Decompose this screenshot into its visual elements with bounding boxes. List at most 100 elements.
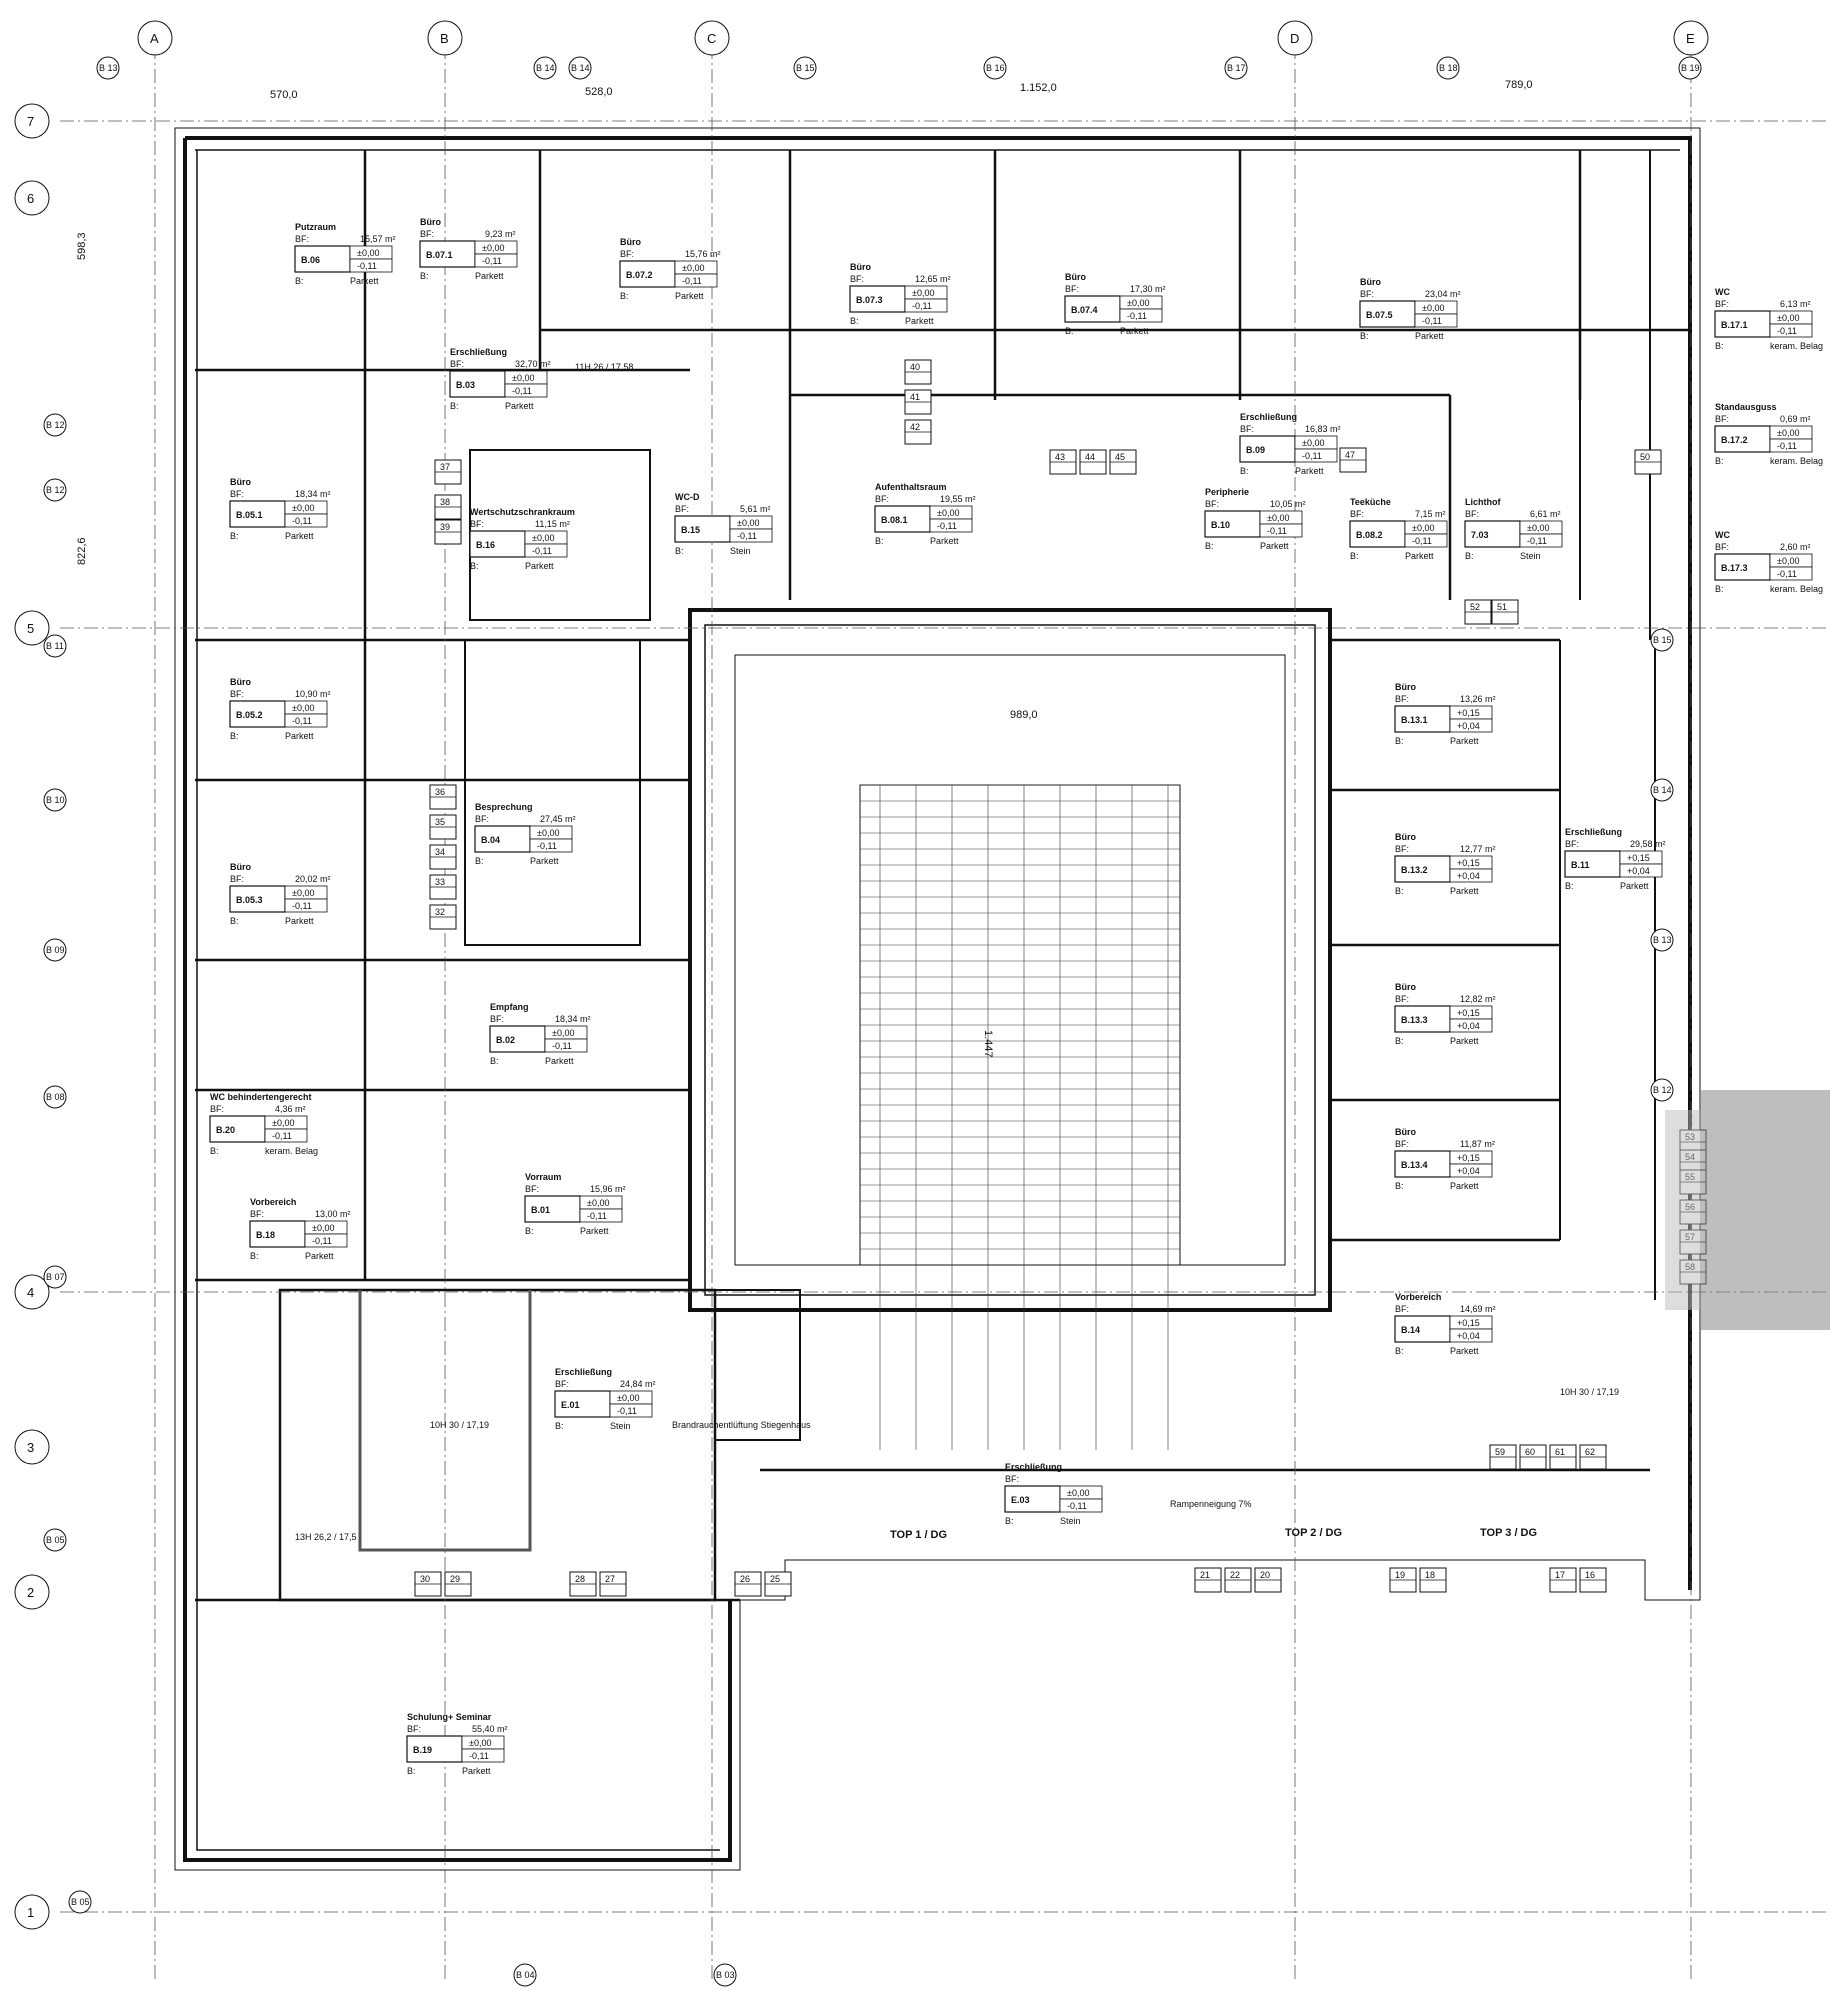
axis-label-top: B 17 xyxy=(1227,63,1246,73)
room-floor-level: -0,11 xyxy=(587,1211,607,1221)
room-id: B.14 xyxy=(1401,1325,1420,1335)
room-area: 18,34 m² xyxy=(295,489,331,499)
dim-top-3: 1.152,0 xyxy=(1020,82,1057,94)
floor-level-box xyxy=(609,1403,653,1418)
room-area: 2,60 m² xyxy=(1780,542,1811,552)
room-area: 29,58 m² xyxy=(1630,839,1666,849)
courtyard-height: 1.447 xyxy=(982,1030,994,1058)
room-floor-level: -0,11 xyxy=(292,516,312,526)
room-level: +0,15 xyxy=(1457,708,1480,718)
axis-marker-top: B 19 xyxy=(1678,56,1702,80)
room-level: ±0,00 xyxy=(937,508,959,518)
room-floor-finish: Parkett xyxy=(580,1226,609,1236)
room-name: Erschließung xyxy=(450,347,507,357)
floor-level-box xyxy=(1449,868,1493,883)
window-number: 52 xyxy=(1464,599,1492,625)
room-id-box xyxy=(1714,553,1771,581)
grid-column-marker: D xyxy=(1277,20,1313,56)
room-id: B.02 xyxy=(496,1035,515,1045)
room-floor-level: -0,11 xyxy=(737,531,757,541)
room-area: 6,13 m² xyxy=(1780,299,1811,309)
floor-level-box xyxy=(929,518,973,533)
room-level: ±0,00 xyxy=(552,1028,574,1038)
grid-column-label: A xyxy=(150,31,159,46)
room-floor-finish: Parkett xyxy=(1450,736,1479,746)
room-bf-label: BF: xyxy=(475,814,489,824)
window-number: 45 xyxy=(1109,449,1137,475)
floor-level-box xyxy=(529,838,573,853)
room-floor-finish: Parkett xyxy=(462,1766,491,1776)
room-floor-finish: Parkett xyxy=(1620,881,1649,891)
room-bf-label: BF: xyxy=(850,274,864,284)
room-bf-label: BF: xyxy=(450,359,464,369)
room-name: Büro xyxy=(620,237,641,247)
room-level: +0,15 xyxy=(1457,1318,1480,1328)
room-id: B.20 xyxy=(216,1125,235,1135)
room-floor-finish: Parkett xyxy=(530,856,559,866)
room-floor-finish: Parkett xyxy=(305,1251,334,1261)
room-id-box xyxy=(849,285,906,313)
room-bf-label: BF: xyxy=(1065,284,1079,294)
room-level: ±0,00 xyxy=(1527,523,1549,533)
room-area: 24,84 m² xyxy=(620,1379,656,1389)
room-id: B.07.3 xyxy=(856,295,883,305)
room-floor-finish: Parkett xyxy=(545,1056,574,1066)
room-name: WC behindertengerecht xyxy=(210,1092,312,1102)
window-number-text: 25 xyxy=(770,1574,780,1584)
room-name: Büro xyxy=(420,217,441,227)
room-floor-level: -0,11 xyxy=(937,521,957,531)
axis-label-right: B 14 xyxy=(1653,785,1672,795)
window-number: 38 xyxy=(434,494,462,520)
floor-level-box xyxy=(1294,448,1338,463)
axis-label-left: B 11 xyxy=(46,641,64,651)
room-id: B.07.2 xyxy=(626,270,653,280)
grid-row-label: 5 xyxy=(27,621,34,636)
room-b-label: B: xyxy=(1715,456,1724,466)
grid-column-label: D xyxy=(1290,31,1299,46)
window-number: 61 xyxy=(1549,1444,1577,1470)
floor-level-box xyxy=(1414,313,1458,328)
axis-marker-left: B 07 xyxy=(43,1265,67,1289)
floor-level-box xyxy=(504,383,548,398)
room-b-label: B: xyxy=(210,1146,219,1156)
room-bf-label: BF: xyxy=(1395,844,1409,854)
room-b-label: B: xyxy=(875,536,884,546)
room-area: 15,57 m² xyxy=(360,234,396,244)
room-floor-level: -0,11 xyxy=(292,716,312,726)
room-bf-label: BF: xyxy=(407,1724,421,1734)
axis-marker-left: B 12 xyxy=(43,413,67,437)
window-number: 40 xyxy=(904,359,932,385)
room-b-label: B: xyxy=(1395,736,1404,746)
room-id-box xyxy=(1394,705,1451,733)
axis-label-left: B 12 xyxy=(46,485,65,495)
floor-level-box xyxy=(544,1038,588,1053)
room-area: 7,15 m² xyxy=(1415,509,1446,519)
room-area: 4,36 m² xyxy=(275,1104,306,1114)
room-level: ±0,00 xyxy=(587,1198,609,1208)
window-number-text: 62 xyxy=(1585,1447,1595,1457)
room-id-box xyxy=(489,1025,546,1053)
room-floor-finish: Parkett xyxy=(675,291,704,301)
room-label: WC-DBF:5,61 m²B.15±0,00-0,11B:Stein xyxy=(674,492,773,556)
room-floor-level: -0,11 xyxy=(469,1751,489,1761)
room-name: Vorbereich xyxy=(250,1197,296,1207)
room-level: ±0,00 xyxy=(617,1393,639,1403)
window-number-text: 47 xyxy=(1345,450,1355,460)
room-floor-finish: Parkett xyxy=(1450,1346,1479,1356)
room-id: B.08.2 xyxy=(1356,530,1383,540)
window-number-text: 28 xyxy=(575,1574,585,1584)
room-name: Erschließung xyxy=(1565,827,1622,837)
axis-marker-left: B 10 xyxy=(43,788,67,812)
room-name: Lichthof xyxy=(1465,497,1501,507)
grid-row-marker: 5 xyxy=(14,610,50,646)
room-b-label: B: xyxy=(1360,331,1369,341)
room-name: Büro xyxy=(230,477,251,487)
room-level: ±0,00 xyxy=(482,243,504,253)
room-name: Büro xyxy=(1395,682,1416,692)
